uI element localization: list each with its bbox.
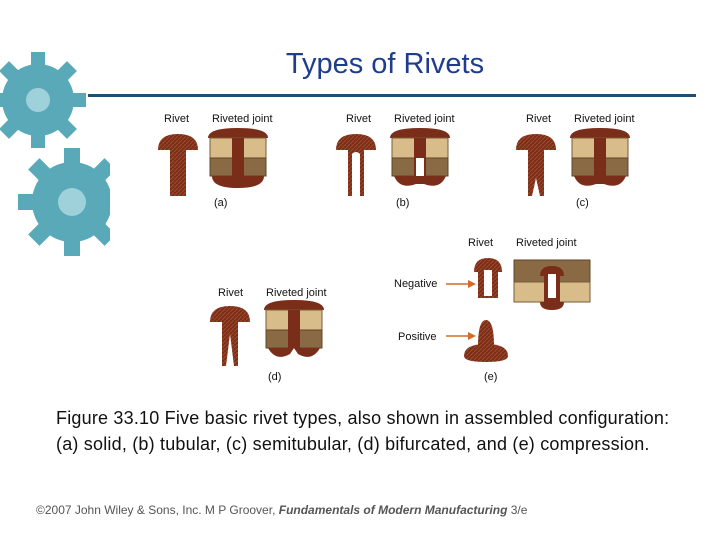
negative-arrowhead: [468, 280, 476, 288]
rivet-e-positive: [464, 320, 508, 362]
rivet-d: [210, 306, 250, 366]
footer-suffix: 3/e: [507, 503, 528, 517]
riveted-joint-label-b: Riveted joint: [394, 113, 455, 125]
panel-label-d: (d): [268, 371, 281, 383]
footer-prefix: ©2007 John Wiley & Sons, Inc. M P Groove…: [36, 503, 279, 517]
rivet-c: [516, 134, 556, 196]
joint-b: [390, 128, 450, 186]
rivet-figure: Rivet Riveted joint (a) Rivet Riveted jo…: [158, 113, 635, 383]
riveted-joint-label-e: Riveted joint: [516, 237, 577, 249]
figure-caption: Figure 33.10 Five basic rivet types, als…: [56, 408, 670, 454]
gear-icon: [0, 52, 86, 148]
rivet-type-a-group: Rivet Riveted joint (a): [158, 113, 273, 209]
rivet-type-d-group: Rivet Riveted joint (d): [210, 287, 327, 383]
rivet-label-d: Rivet: [218, 287, 243, 299]
joint-d: [264, 300, 324, 357]
riveted-joint-label-c: Riveted joint: [574, 113, 635, 125]
rivet-type-b-group: Rivet Riveted joint (b): [336, 113, 455, 209]
rivet-type-c-group: Rivet Riveted joint (c): [516, 113, 635, 209]
rivet-b: [336, 134, 376, 196]
panel-label-a: (a): [214, 197, 227, 209]
panel-label-b: (b): [396, 197, 409, 209]
joint-c: [570, 128, 630, 186]
rivet-label-a: Rivet: [164, 113, 189, 125]
panel-label-e: (e): [484, 371, 497, 383]
rivet-label-c: Rivet: [526, 113, 551, 125]
footer-citation: ©2007 John Wiley & Sons, Inc. M P Groove…: [36, 503, 696, 517]
footer-book-title: Fundamentals of Modern Manufacturing: [278, 503, 508, 517]
gear-decoration: [0, 52, 110, 256]
rivet-e-negative: [474, 258, 502, 298]
rivet-label-e: Rivet: [468, 237, 493, 249]
panel-label-c: (c): [576, 197, 589, 209]
slide-title: Types of Rivets: [285, 48, 485, 80]
joint-a: [208, 128, 268, 188]
riveted-joint-label-d: Riveted joint: [266, 287, 327, 299]
rivet-type-e-group: Rivet Riveted joint Negative Positive (e…: [394, 237, 591, 383]
positive-label: Positive: [398, 331, 437, 343]
negative-label: Negative: [394, 278, 437, 290]
rivet-a: [158, 134, 198, 196]
joint-e: [513, 259, 591, 310]
positive-arrowhead: [468, 332, 476, 340]
title-divider: [88, 94, 696, 97]
riveted-joint-label-a: Riveted joint: [212, 113, 273, 125]
gear-icon: [18, 148, 110, 256]
rivet-label-b: Rivet: [346, 113, 371, 125]
